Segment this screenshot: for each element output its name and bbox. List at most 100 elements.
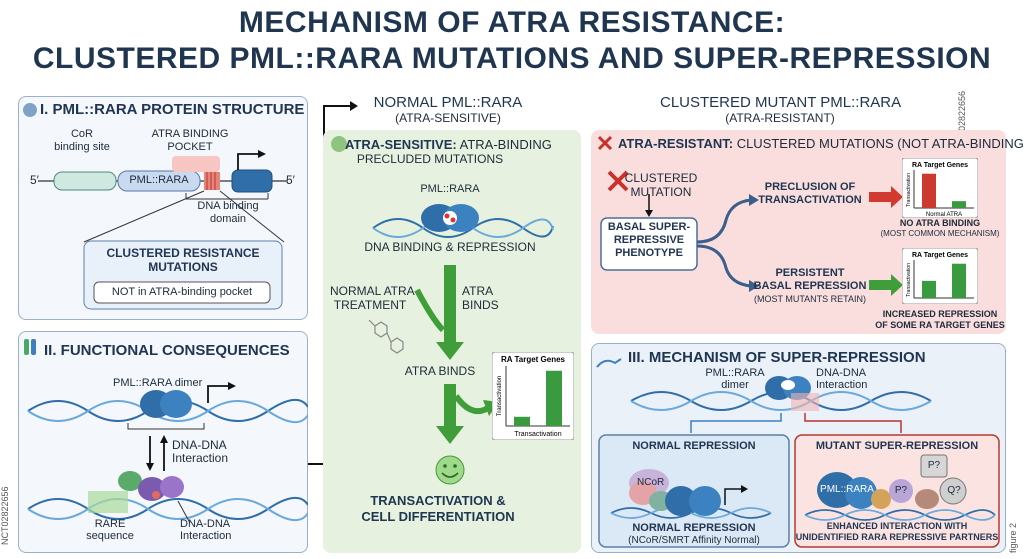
partner-q-label: Q? xyxy=(947,485,961,496)
basal-phenotype-label: BASAL SUPER- REPRESSIVE PHENOTYPE xyxy=(607,221,691,259)
normal-atra-treatment: NORMAL ATRA TREATMENT xyxy=(330,284,415,312)
chart-mutant-no-binding-xlabel: Normal ATRA xyxy=(926,212,962,218)
corepressor-violet xyxy=(160,476,184,498)
smiley-icon xyxy=(435,455,465,485)
panel3-graphics xyxy=(596,358,1000,548)
mutant-super-title: MUTANT SUPER-REPRESSION xyxy=(815,440,979,452)
p3-dna-dna-label: DNA-DNA Interaction xyxy=(816,367,868,391)
side-label-bottom-right: figure 2 xyxy=(1008,522,1018,553)
chart-mutant-persistent: RA Target Genes Transactivation xyxy=(902,248,978,304)
partner-p1 xyxy=(889,479,913,503)
atra-resistant-bold: ATRA-RESISTANT: xyxy=(618,136,734,151)
mutant-super-label: ENHANCED INTERACTION WITH UNIDENTIFIED R… xyxy=(795,521,999,542)
clustered-mutations-title: CLUSTERED RESISTANCE MUTATIONS xyxy=(106,246,260,274)
normal-repression-note: (NCoR/SMRT Affinity Normal) xyxy=(628,535,760,546)
panel2-graphics xyxy=(24,339,308,524)
normal-graphics xyxy=(331,136,554,485)
mutation-x-icon xyxy=(607,170,629,192)
title-line-1: MECHANISM OF ATRA RESISTANCE: xyxy=(238,6,786,39)
structure-icon xyxy=(23,103,37,117)
five-prime-right: 5′ xyxy=(286,173,295,187)
normal-header: NORMAL PML::RARA xyxy=(373,94,523,111)
chart-normal-bars xyxy=(514,370,562,426)
dimer-right xyxy=(160,390,192,418)
outcome-label: TRANSACTIVATION & CELL DIFFERENTIATION xyxy=(361,493,515,524)
rare-label: RARE sequence xyxy=(86,518,134,542)
partner-q xyxy=(939,477,967,505)
clustered-mutation-label: CLUSTERED MUTATION xyxy=(624,171,698,199)
protein-segment-label: PML::RARA xyxy=(129,174,189,186)
chart-mutant-no-binding-bar-0 xyxy=(922,173,936,208)
dna-binding-segment xyxy=(231,169,273,193)
ncor-label: NCoR xyxy=(637,477,665,488)
chart-normal-title: RA Target Genes xyxy=(501,355,566,364)
normal-repression-title: NORMAL REPRESSION xyxy=(632,440,756,452)
mutant-pml-right xyxy=(845,477,877,509)
chart-mutant-persistent-title: RA Target Genes xyxy=(912,252,968,259)
dna-dna-label: DNA-DNA Interaction xyxy=(172,438,229,465)
x-icon xyxy=(597,135,613,151)
persistent-note: (MOST MUTANTS RETAIN) xyxy=(754,294,866,304)
atra-sensitive-rest: ATRA-BINDING xyxy=(456,137,552,152)
hand-icon xyxy=(596,358,622,368)
chart-mutant-no-binding-title: RA Target Genes xyxy=(912,162,968,169)
dimer-label: PML::RARA dimer xyxy=(113,377,203,389)
normal-repression-label: NORMAL REPRESSION xyxy=(632,522,756,534)
panel3-title: III. MECHANISM OF SUPER-REPRESSION xyxy=(628,349,926,366)
chart-normal: RA Target Genes Transactivation Transact… xyxy=(492,352,574,440)
atra-resistant-rest: CLUSTERED MUTATIONS (NOT ATRA-BINDING) xyxy=(733,136,1024,151)
cor-site-label: CoR binding site xyxy=(54,128,110,153)
side-label-left: NCT02822656 xyxy=(0,486,10,545)
normal-subheader: (ATRA-SENSITIVE) xyxy=(395,111,501,125)
chart-normal-bar-1 xyxy=(546,370,562,426)
dna-helix-lower xyxy=(27,497,308,521)
atra-pocket-box xyxy=(172,156,220,172)
atra-sensitive-bold: ATRA-SENSITIVE: xyxy=(345,137,457,152)
atra-resistant-title: ATRA-RESISTANT: CLUSTERED MUTATIONS (NOT… xyxy=(618,136,1024,151)
chart-mutant-persistent-ylabel: Transactivation xyxy=(906,263,912,297)
chart-normal-bar-0 xyxy=(514,416,530,426)
cell-icon xyxy=(331,136,347,152)
chart-mutant-persistent-bar-1 xyxy=(952,263,966,298)
atra-binds-side: ATRA BINDS xyxy=(462,284,499,312)
panel1-title: I. PML::RARA PROTEIN STRUCTURE xyxy=(40,101,305,118)
not-in-pocket-label: NOT in ATRA-binding pocket xyxy=(111,286,253,298)
no-atra-note: (MOST COMMON MECHANISM) xyxy=(880,229,1000,238)
chart-mutant-no-binding-bar-1 xyxy=(952,201,966,208)
atra-molecule-icon xyxy=(368,319,404,354)
atra-sensitive-title-line2: PRECLUDED MUTATIONS xyxy=(356,152,504,166)
chart-normal-ylabel: Transactivation xyxy=(497,376,503,416)
not-in-pocket-box xyxy=(93,281,271,304)
mutant-pml-label: PML::RARA xyxy=(820,484,874,495)
p3-dimer-label: PML::RARA dimer xyxy=(705,367,765,391)
partner-p1-label: P? xyxy=(894,485,908,496)
title-line-2: CLUSTERED PML::RARA MUTATIONS AND SUPER-… xyxy=(32,42,992,75)
increased-label: INCREASED REPRESSION OF SOME RA TARGET G… xyxy=(875,309,1005,330)
cor-segment xyxy=(53,171,117,191)
mutant-header: CLUSTERED MUTANT PML::RARA xyxy=(660,94,902,111)
panel1-graphics xyxy=(23,103,288,310)
chart-normal-xlabel: Transactivation xyxy=(514,431,561,438)
basal-box xyxy=(600,217,698,271)
atra-sensitive-title: ATRA-SENSITIVE: ATRA-BINDING xyxy=(345,137,552,152)
no-atra-label: NO ATRA BINDING xyxy=(899,218,981,228)
atra-binds-label: ATRA BINDS xyxy=(404,364,476,378)
chart-mutant-persistent-bars xyxy=(922,263,966,298)
persistent-label: PERSISTENT BASAL REPRESSION xyxy=(753,267,867,292)
chart-mutant-no-binding: RA Target Genes Transactivation Normal A… xyxy=(902,158,978,218)
partner-p2 xyxy=(920,454,948,478)
chart-mutant-persistent-bar-0 xyxy=(922,280,936,298)
chart-mutant-no-binding-bars xyxy=(922,173,966,208)
pml-dimer-right xyxy=(443,204,479,232)
corepressor-green xyxy=(118,471,142,491)
pml-rara-label: PML::RARA xyxy=(420,183,480,195)
rare-highlight xyxy=(88,491,128,513)
dna-dna-label-2: DNA-DNA Interaction xyxy=(180,518,232,542)
mutant-subheader: (ATRA-RESISTANT) xyxy=(725,111,835,125)
dna-binding-domain-label: DNA binding domain xyxy=(197,200,259,225)
pml-rara-segment xyxy=(117,170,201,192)
test-tube-icon xyxy=(24,339,36,355)
preclusion-label: PRECLUSION OF TRANSACTIVATION xyxy=(758,181,862,206)
dna-binding-repression: DNA BINDING & REPRESSION xyxy=(364,240,536,254)
five-prime-left: 5′ xyxy=(30,173,39,187)
